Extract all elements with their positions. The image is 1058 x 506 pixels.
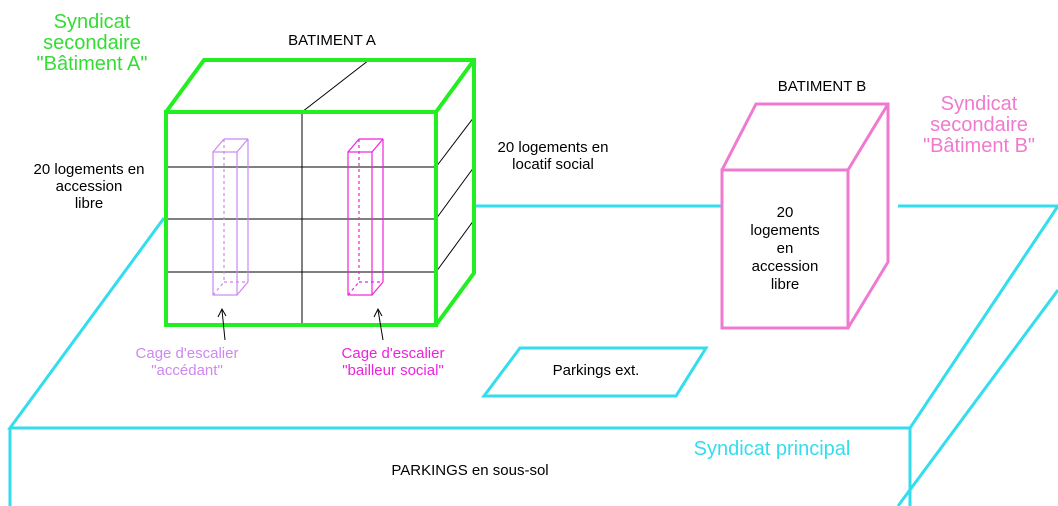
- batiment-a-title: BATIMENT A: [288, 32, 376, 49]
- base-platform: [7, 204, 1058, 506]
- stair-cage-bailleur: [347, 138, 384, 296]
- logements-b-line-1: 20: [776, 204, 794, 221]
- building-a-grid: [166, 59, 475, 325]
- cage-bailleur-line-2: "bailleur social": [342, 361, 444, 379]
- syndicat-a-label: Syndicat secondaire "Bâtiment A": [12, 12, 172, 75]
- stair-cage-accedant: [212, 138, 249, 296]
- batiment-b-title: BATIMENT B: [777, 78, 867, 95]
- base-side-bottom-edge: [896, 289, 1058, 506]
- logements-b-line-3: en: [776, 240, 794, 257]
- syndicat-a-line-2: secondaire: [43, 32, 141, 54]
- building-a-outline: [164, 58, 476, 327]
- logements-left-label: 20 logements en accession libre: [14, 161, 164, 212]
- syndicat-b-line-3: "Bâtiment B": [922, 135, 1036, 157]
- logements-b-line-5: libre: [770, 276, 800, 293]
- logements-left-line-1: 20 logements en: [33, 161, 145, 178]
- syndicat-b-label: Syndicat secondaire "Bâtiment B": [900, 94, 1058, 157]
- parkings-sous-sol-label: PARKINGS en sous-sol: [391, 462, 549, 479]
- cage-accedant-line-1: Cage d'escalier: [135, 345, 239, 362]
- parkings-ext-shape: [481, 346, 709, 398]
- logements-left-line-3: libre: [74, 194, 104, 212]
- syndicat-principal-label: Syndicat principal: [693, 438, 851, 460]
- logements-right-line-2: locatif social: [512, 155, 594, 173]
- logements-b-label: 20 logements en accession libre: [724, 204, 846, 294]
- cage-bailleur-label: Cage d'escalier "bailleur social": [318, 345, 468, 380]
- logements-b-line-4: accession: [751, 258, 819, 275]
- logements-b-line-2: logements: [750, 222, 820, 239]
- cage-accedant-label: Cage d'escalier "accédant": [112, 345, 262, 380]
- cage-accedant-line-2: "accédant": [151, 361, 223, 379]
- arrow-accedant: [217, 307, 227, 341]
- building-b: [720, 102, 890, 330]
- logements-right-label: 20 logements en locatif social: [478, 139, 628, 174]
- syndicat-a-line-1: Syndicat: [53, 11, 131, 33]
- parkings-ext-label: Parkings ext.: [552, 362, 640, 379]
- syndicat-b-line-2: secondaire: [930, 114, 1028, 136]
- syndicat-b-line-1: Syndicat: [940, 93, 1018, 115]
- building-a: [164, 58, 476, 327]
- logements-left-line-2: accession: [55, 177, 123, 195]
- logements-right-line-1: 20 logements en: [497, 139, 609, 156]
- arrow-bailleur: [373, 307, 384, 341]
- syndicat-a-line-3: "Bâtiment A": [36, 53, 148, 75]
- cage-bailleur-line-1: Cage d'escalier: [341, 345, 445, 362]
